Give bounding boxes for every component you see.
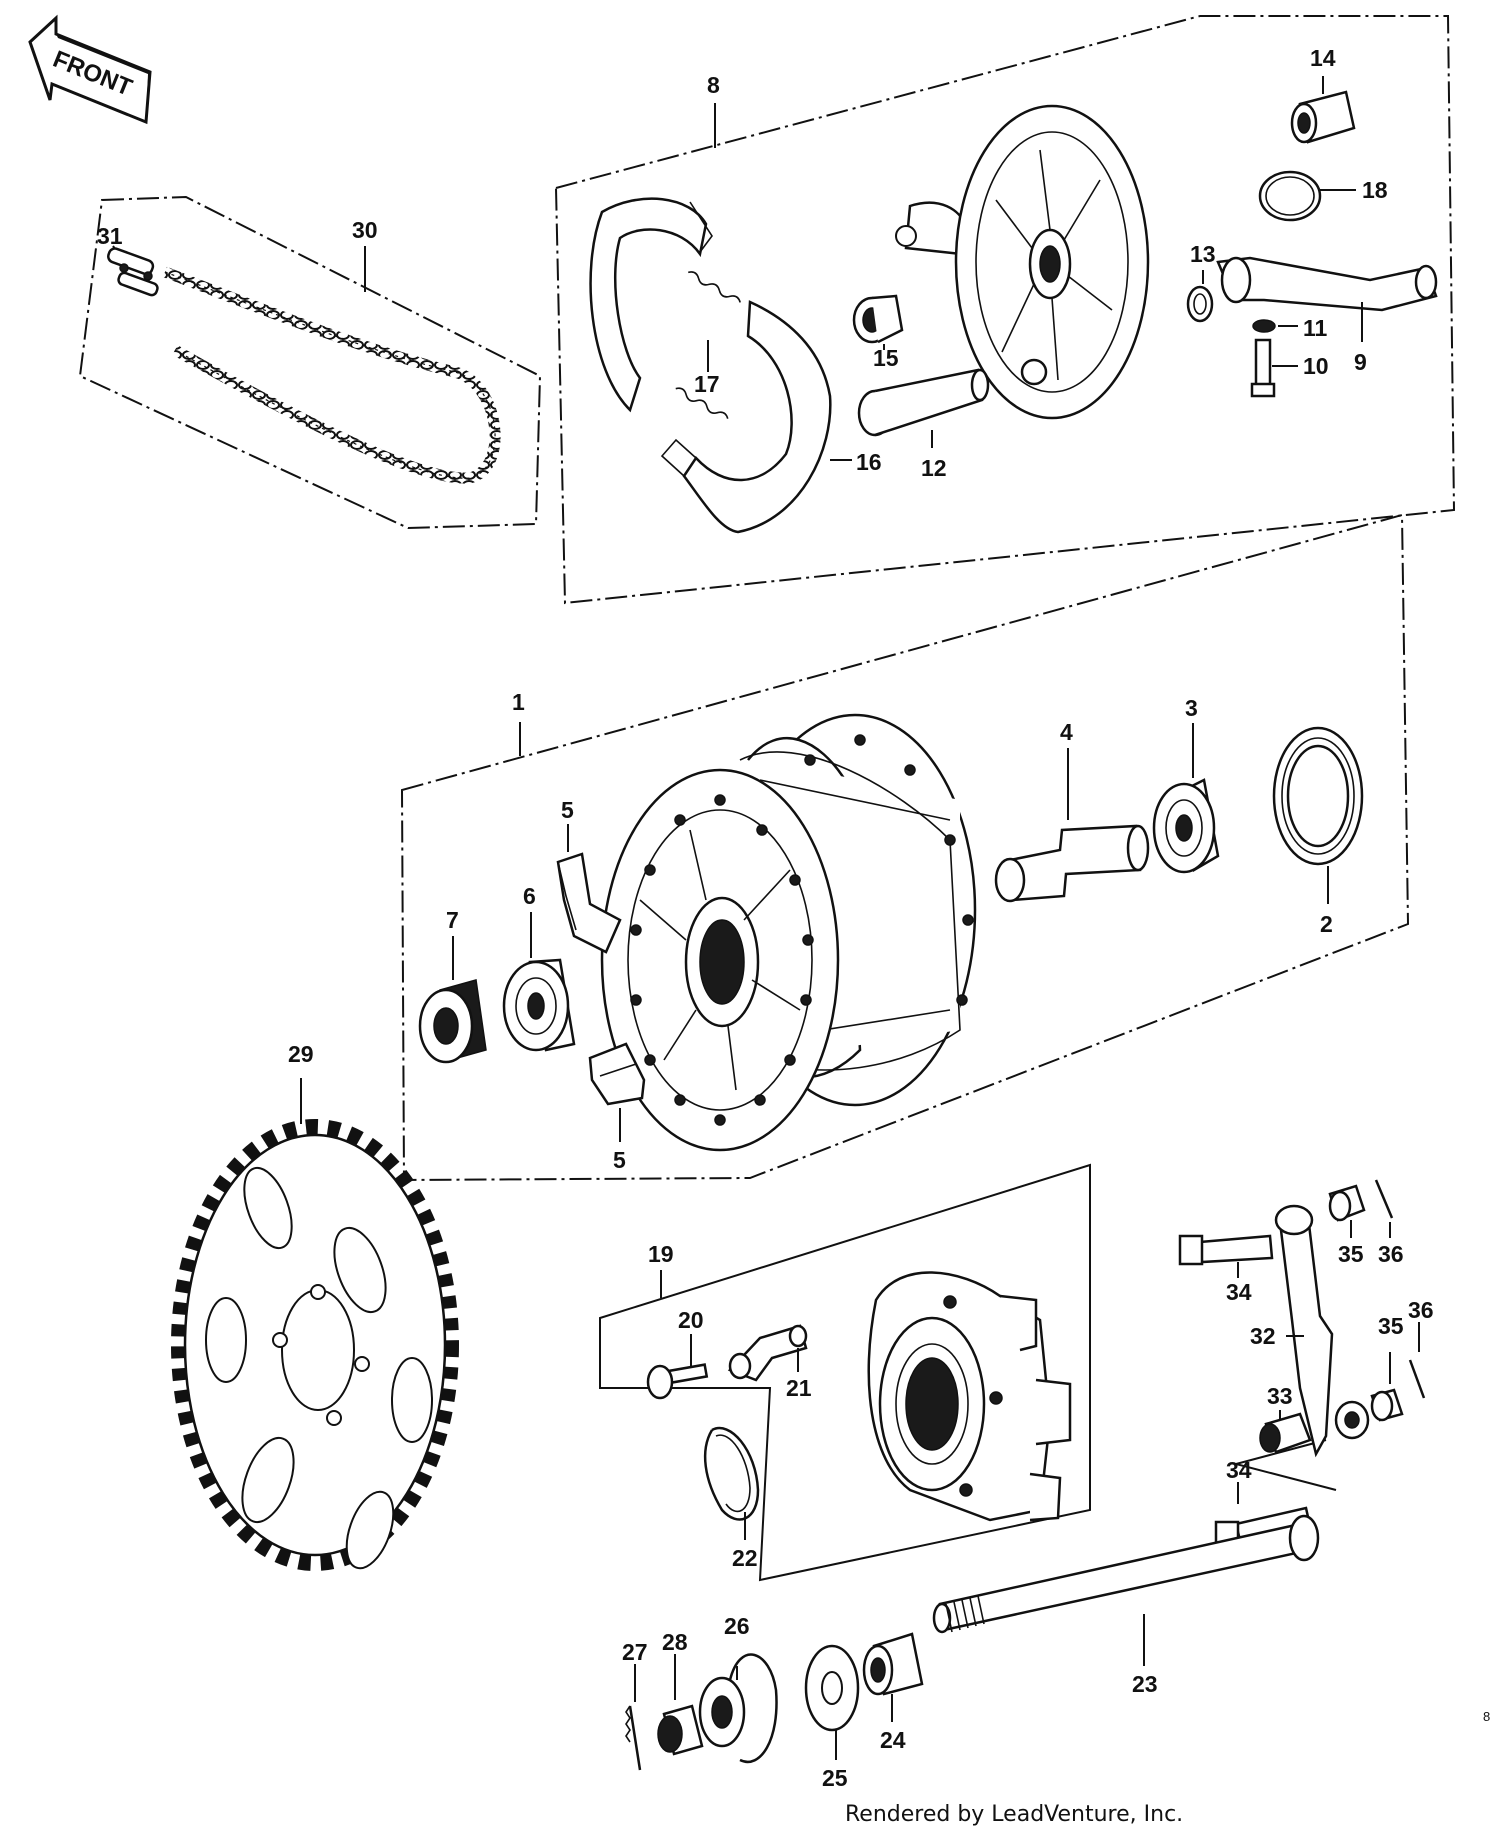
brake-spring	[675, 271, 741, 419]
axle-washer	[804, 1644, 860, 1732]
sprocket-coupling	[867, 1271, 1072, 1522]
callout-28: 28	[662, 1629, 688, 1655]
callout-25: 25	[822, 1765, 848, 1791]
bushing-14	[1290, 90, 1356, 144]
cotter-pin-lower	[1408, 1359, 1426, 1399]
callout-22: 22	[732, 1545, 758, 1571]
cotter-pin-27	[625, 1705, 642, 1771]
lock-plate	[727, 1324, 808, 1382]
drive-chain	[163, 266, 501, 484]
callout-26: 26	[724, 1613, 750, 1639]
callout-34b: 34	[1226, 1457, 1252, 1483]
callout-30: 30	[352, 217, 378, 243]
torque-bolt-upper	[1178, 1234, 1274, 1266]
callout-3: 3	[1185, 695, 1198, 721]
callout-1: 1	[512, 689, 525, 715]
callout-16: 16	[856, 449, 882, 475]
cam-seal	[852, 294, 904, 344]
callout-20: 20	[678, 1307, 704, 1333]
brake-shoe	[589, 197, 832, 534]
axle-collar	[862, 1632, 924, 1696]
bearing-6	[502, 958, 576, 1052]
callout-7: 7	[446, 907, 459, 933]
callout-13: 13	[1190, 241, 1216, 267]
bearing-3	[1152, 778, 1220, 874]
rear-sprocket	[171, 1119, 459, 1571]
callout-34a: 34	[1226, 1279, 1252, 1305]
chain-adjuster	[698, 1653, 778, 1764]
torque-link-group	[1178, 1179, 1426, 1548]
callout-21: 21	[786, 1375, 812, 1401]
torque-nut-lower	[1370, 1388, 1404, 1422]
callout-15: 15	[873, 345, 899, 371]
rear-hub	[600, 713, 977, 1152]
callout-18: 18	[1362, 177, 1388, 203]
callout-29: 29	[288, 1041, 314, 1067]
callout-5a: 5	[561, 797, 574, 823]
hub-damper-upper	[556, 852, 622, 954]
callout-14: 14	[1310, 45, 1336, 71]
o-ring-13	[1186, 285, 1214, 323]
chain-group	[78, 195, 542, 530]
callout-35b: 35	[1378, 1313, 1404, 1339]
page-mark: 8	[1483, 1709, 1491, 1724]
oil-seal-7	[418, 979, 487, 1064]
coupling-group	[599, 1163, 1091, 1582]
axle-nut	[657, 1704, 704, 1756]
callout-19: 19	[648, 1241, 674, 1267]
collar-33	[1259, 1412, 1312, 1454]
rear-axle	[932, 1514, 1320, 1634]
callout-31: 31	[97, 223, 123, 249]
hub-group	[400, 513, 1410, 1182]
callout-35a: 35	[1338, 1241, 1364, 1267]
callout-23: 23	[1132, 1671, 1158, 1697]
brake-panel	[895, 104, 1150, 420]
brake-cam	[857, 368, 990, 437]
hub-damper-lower	[588, 1042, 646, 1106]
callout-11: 11	[1303, 315, 1328, 341]
master-link	[107, 247, 159, 297]
washer-11	[1252, 319, 1276, 333]
callout-10: 10	[1303, 353, 1329, 379]
coupling-bolt	[646, 1363, 709, 1400]
ring-18	[1258, 170, 1322, 222]
circlip	[703, 1426, 760, 1521]
brake-panel-group	[554, 15, 1456, 605]
torque-nut-upper	[1328, 1184, 1366, 1222]
cotter-pin-upper	[1374, 1179, 1394, 1219]
callout-32: 32	[1250, 1323, 1276, 1349]
callout-27: 27	[622, 1639, 648, 1665]
callout-2: 2	[1320, 911, 1333, 937]
torque-link	[1274, 1204, 1370, 1458]
bolt-10	[1250, 338, 1276, 398]
callout-8: 8	[707, 72, 720, 98]
callout-12: 12	[921, 455, 947, 481]
callout-36b: 36	[1408, 1297, 1434, 1323]
brake-lever	[1216, 256, 1438, 312]
callout-9: 9	[1354, 349, 1367, 375]
callout-5b: 5	[613, 1147, 626, 1173]
callout-6: 6	[523, 883, 536, 909]
front-arrow-icon: FRONT	[28, 14, 152, 125]
callout-24: 24	[880, 1727, 906, 1753]
oil-seal-2	[1272, 726, 1364, 866]
render-credit: Rendered by LeadVenture, Inc.	[845, 1802, 1184, 1827]
callout-33: 33	[1267, 1383, 1293, 1409]
callout-36a: 36	[1378, 1241, 1404, 1267]
hub-spacer	[994, 824, 1150, 903]
callout-4: 4	[1060, 719, 1073, 745]
callout-17: 17	[694, 371, 720, 397]
